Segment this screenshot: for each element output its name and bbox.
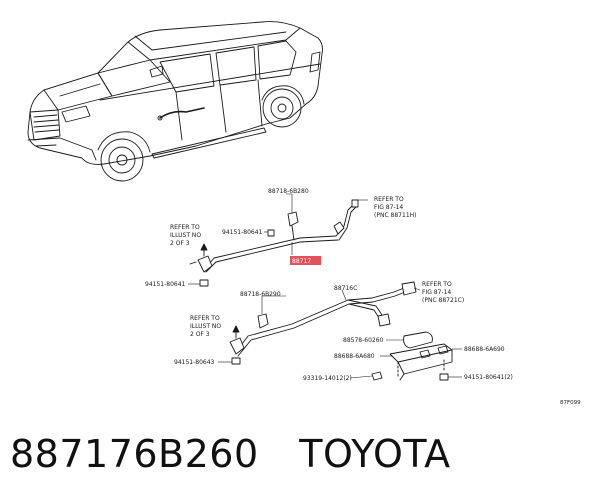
callout-88688-6a680: 88688-6A680: [334, 353, 375, 360]
part-caption: 887176B260 TOYOTA: [10, 432, 451, 476]
callout-94151-80641-left: 94151-80641: [145, 281, 186, 288]
callout-illust-no-upper: ILLUST NO: [170, 232, 201, 239]
brand-label: TOYOTA: [299, 432, 451, 476]
part-number-label: 887176B260: [10, 432, 259, 476]
callout-93319-14012: 93319-14012(2): [303, 375, 352, 382]
callout-88717-highlighted: 88717: [292, 258, 311, 265]
callout-88718-6b290: 88718-6B290: [240, 291, 281, 298]
callout-fig-87-14-lower: FIG 87-14: [422, 289, 451, 296]
upper-leader-lines: [188, 193, 368, 285]
callout-88718-6b280: 88718-6B280: [268, 188, 309, 195]
callout-2-of-3-upper: 2 OF 3: [170, 240, 190, 247]
upper-harness-assembly: [189, 199, 359, 287]
callout-94151-80641-2: 94151-80641(2): [464, 374, 513, 381]
callout-88688-6a690: 88688-6A690: [464, 346, 505, 353]
callout-labels: 88718-6B280 94151-80641 88717 REFER TO F…: [145, 188, 581, 406]
callout-94151-80643: 94151-80643: [174, 359, 215, 366]
vehicle-illustration: [27, 21, 323, 182]
callout-88578-60260: 88578-60260: [343, 337, 384, 344]
callout-refer-to-upper-right: REFER TO: [374, 196, 404, 203]
figure-code-87f099: 87F099: [560, 400, 581, 406]
callout-pnc-88711h: (PNC 88711H): [374, 212, 416, 219]
callout-refer-to-lower-right: REFER TO: [422, 281, 452, 288]
highlight-88717-box: [290, 256, 321, 265]
callout-illust-no-lower: ILLUST NO: [190, 323, 221, 330]
callout-88716c: 88716C: [334, 285, 357, 292]
callout-94151-80641-upper: 94151-80641: [222, 229, 263, 236]
callout-refer-to-lower-left: REFER TO: [190, 315, 220, 322]
lower-leader-lines: [218, 287, 462, 379]
parts-diagram: 88718-6B280 94151-80641 88717 REFER TO F…: [27, 21, 581, 406]
lower-harness-assembly: [229, 281, 453, 381]
callout-pnc-88721c: (PNC 88721C): [422, 297, 464, 304]
callout-refer-to-upper-left: REFER TO: [170, 224, 200, 231]
callout-2-of-3-lower: 2 OF 3: [190, 331, 210, 338]
callout-fig-87-14-upper: FIG 87-14: [374, 204, 403, 211]
